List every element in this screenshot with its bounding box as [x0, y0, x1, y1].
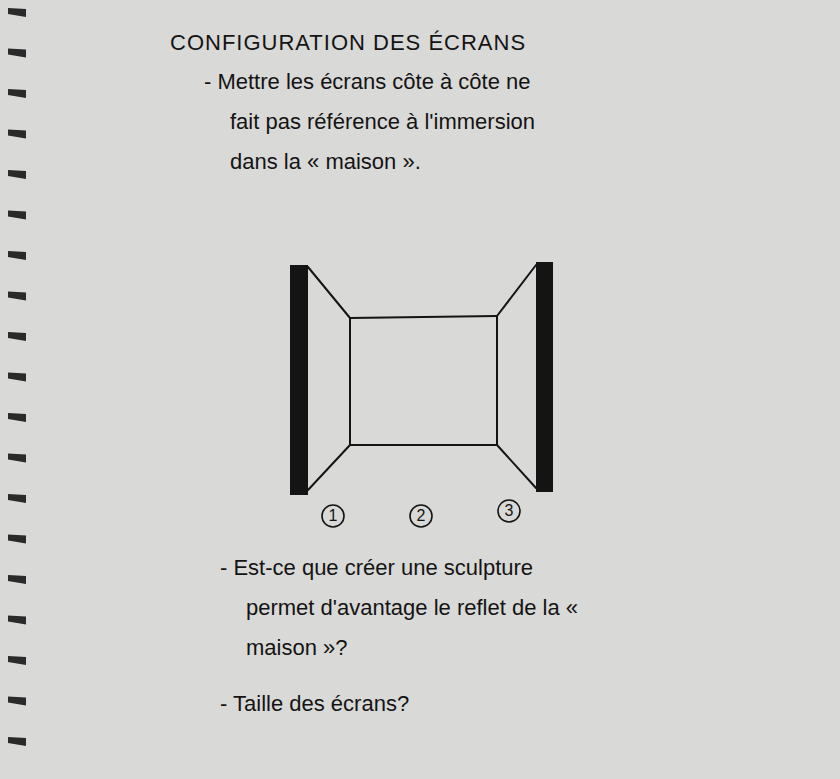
- screen-right: [536, 262, 553, 492]
- spiral-ring: [8, 454, 26, 463]
- spiral-ring: [8, 656, 26, 665]
- callout-number: 1: [321, 506, 345, 526]
- number-circle: [410, 505, 432, 527]
- spiral-ring: [8, 292, 26, 301]
- spiral-ring: [8, 170, 26, 179]
- spiral-ring: [8, 535, 26, 544]
- spiral-binding: [8, 8, 26, 746]
- page-title: CONFIGURATION DES ÉCRANS: [170, 28, 526, 58]
- spiral-ring: [8, 373, 26, 382]
- spiral-ring: [8, 616, 26, 625]
- callout-number: 3: [497, 501, 521, 521]
- handwritten-note: - Mettre les écrans côte à côte ne fait …: [204, 62, 560, 182]
- spiral-ring: [8, 413, 26, 422]
- number-circle: [498, 500, 520, 522]
- spiral-ring: [8, 8, 26, 17]
- spiral-ring: [8, 737, 26, 746]
- spiral-ring: [8, 211, 26, 220]
- spiral-ring: [8, 332, 26, 341]
- spiral-ring: [8, 575, 26, 584]
- callout-number: 2: [409, 506, 433, 526]
- screen-left: [290, 265, 308, 495]
- handwritten-note: - Est-ce que créer une sculpture permet …: [220, 548, 606, 668]
- number-circle: [322, 505, 344, 527]
- spiral-ring: [8, 251, 26, 260]
- screens-sketch: [290, 262, 553, 527]
- spiral-ring: [8, 89, 26, 98]
- spiral-ring: [8, 49, 26, 58]
- spiral-ring: [8, 494, 26, 503]
- handwritten-note: - Taille des écrans?: [220, 684, 606, 724]
- spiral-ring: [8, 130, 26, 139]
- spiral-ring: [8, 697, 26, 706]
